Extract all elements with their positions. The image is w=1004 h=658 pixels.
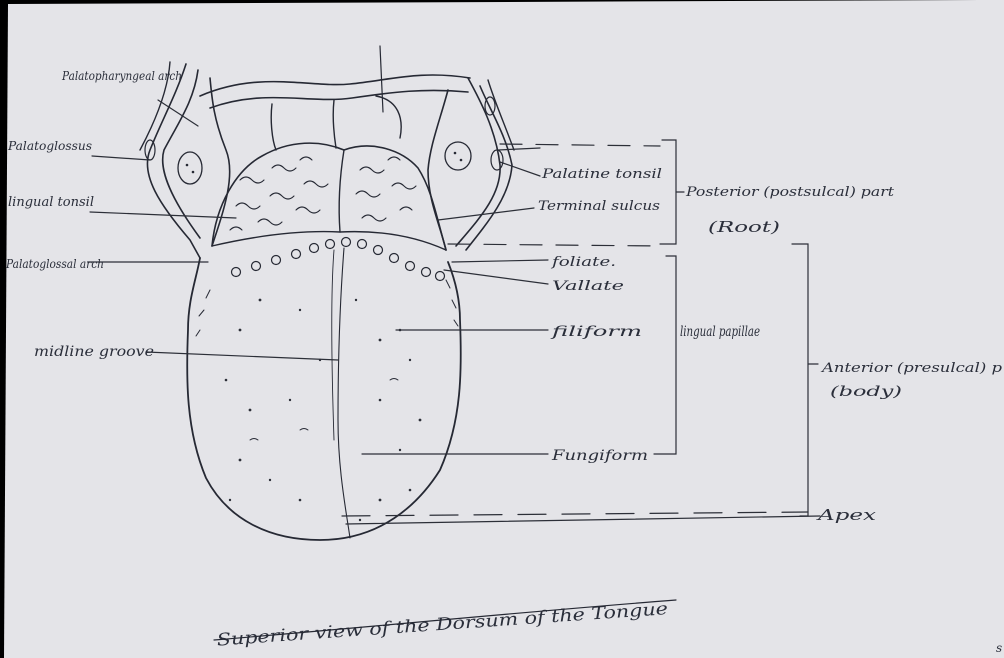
label-lingual-papillae: lingual papillae: [680, 324, 760, 340]
label-palatine-tonsil: Palatine tonsil: [541, 167, 662, 182]
edge-letter: s: [996, 641, 1002, 655]
label-palatoglossus: Palatoglossus: [7, 139, 92, 153]
label-root: (Root): [708, 218, 780, 236]
label-filiform: filiform: [550, 324, 642, 340]
label-vallate: Vallate: [552, 279, 624, 294]
label-posterior-part: Posterior (postsulcal) part: [685, 185, 895, 200]
label-palatopharyngeal-arch: Palatopharyngeal arch: [61, 69, 182, 83]
label-palatoglossal-arch: Palatoglossal arch: [5, 257, 104, 271]
label-lingual-tonsil: lingual tonsil: [8, 195, 94, 210]
label-anterior-part: Anterior (presulcal) p: [821, 361, 1003, 376]
label-body: (body): [830, 384, 902, 400]
label-fungiform: Fungiform: [551, 448, 648, 464]
label-apex: Apex: [815, 506, 877, 524]
label-terminal-sulcus: Terminal sulcus: [538, 199, 660, 214]
label-foliate: foliate.: [551, 255, 616, 270]
label-midline-groove: midline groove: [34, 344, 154, 360]
paper-sheet-surface: [4, 0, 1004, 658]
